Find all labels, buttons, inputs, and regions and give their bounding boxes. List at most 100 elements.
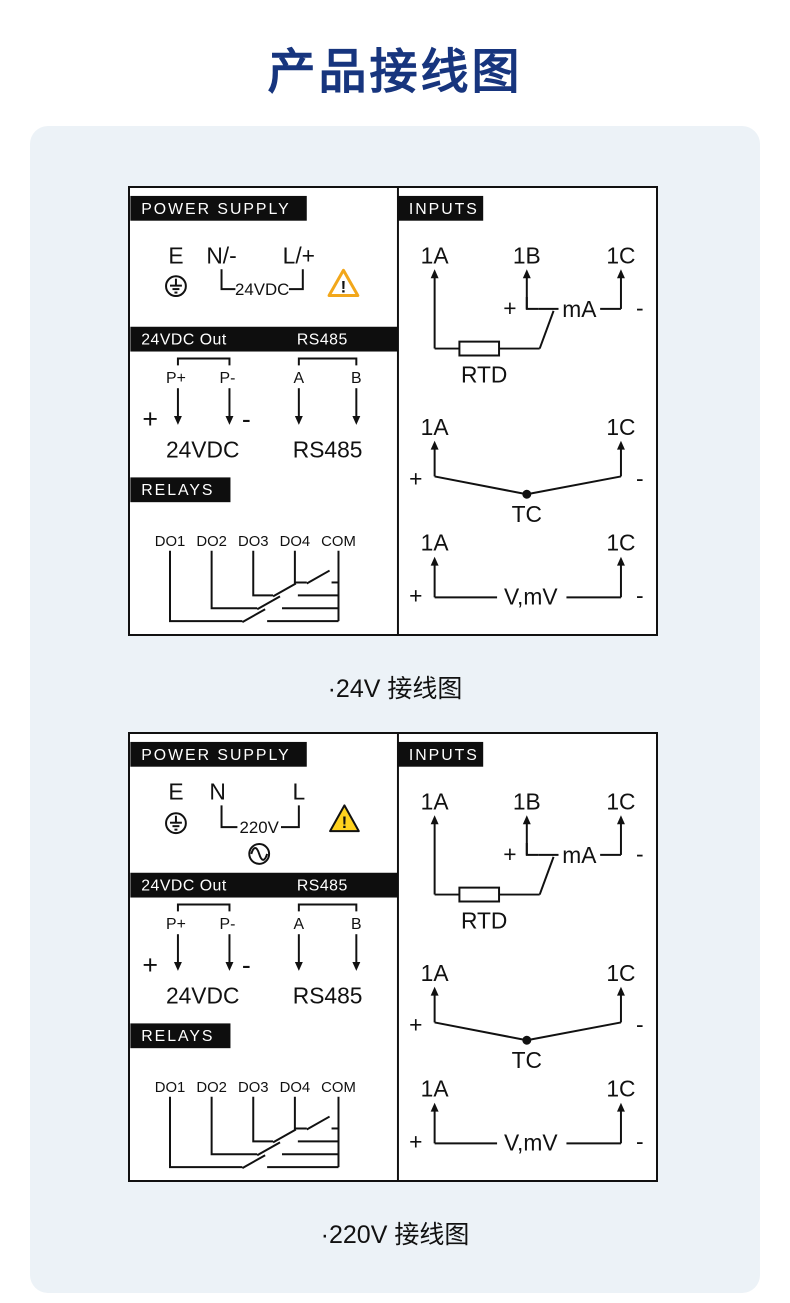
warning-exclamation: ! — [341, 278, 347, 297]
rs485-header: RS485 — [297, 332, 348, 349]
relay-contact-blade — [306, 1115, 331, 1131]
rs485-label: RS485 — [293, 437, 363, 463]
tc-input-group: 1A 1C + - TC — [409, 960, 643, 1073]
rs485-bracket — [297, 357, 358, 366]
terminal-n-label: N/- — [206, 242, 236, 268]
terminal-1c-label: 1C — [606, 960, 635, 986]
ma-minus-sign: - — [636, 841, 644, 867]
rtd-resistor — [458, 886, 501, 903]
terminal-1c-label: 1C — [606, 242, 635, 268]
power-supply-header-bar — [130, 741, 307, 767]
p-minus-label: P- — [220, 916, 236, 933]
com-label: COM — [321, 1080, 356, 1096]
inputs-header-bar — [397, 741, 484, 767]
dc-out-rs485-section: 24VDC Out RS485 P+ P- + - 24VDC A B — [130, 326, 398, 463]
up-arrow — [616, 556, 625, 566]
up-arrow — [522, 815, 531, 825]
p-minus-label: P- — [220, 370, 236, 387]
ma-plus-sign: + — [503, 841, 516, 867]
do2-label: DO2 — [196, 1080, 227, 1096]
earth-ground-icon — [165, 812, 187, 835]
rtd-label: RTD — [461, 361, 507, 387]
relays-header-bar — [130, 1023, 231, 1049]
terminal-1a-label: 1A — [421, 530, 450, 556]
vmv-label: V,mV — [504, 1129, 558, 1155]
dc-out-label: 24VDC — [166, 437, 239, 463]
do4-label: DO4 — [280, 534, 311, 550]
terminal-1a-label: 1A — [421, 242, 450, 268]
down-arrow — [294, 415, 303, 425]
caption-24v: ·24V 接线图 — [327, 675, 463, 703]
up-arrow — [616, 1102, 625, 1112]
relays-section: RELAYS DO1 DO2 DO3 DO4 COM — [130, 1023, 356, 1169]
ma-label: mA — [562, 296, 597, 322]
rtd-resistor — [458, 340, 501, 357]
terminal-1c-label: 1C — [606, 1076, 635, 1102]
tc-minus-sign: - — [636, 1011, 644, 1037]
terminal-1a-label: 1A — [421, 960, 450, 986]
inputs-header-bar — [397, 195, 484, 221]
relay-contact-blade — [241, 1154, 266, 1169]
down-arrow — [225, 415, 234, 425]
vmv-label: V,mV — [504, 583, 558, 609]
tc-plus-sign: + — [409, 465, 422, 491]
voltage-bracket-left — [220, 805, 238, 829]
down-arrow — [294, 961, 303, 971]
up-arrow — [616, 269, 625, 279]
dc-out-header-bar — [130, 326, 398, 352]
rs485-a-label: A — [294, 370, 305, 387]
up-arrow — [430, 556, 439, 566]
ma-plus-sign: + — [503, 295, 516, 321]
v-mv-input-group: 1A 1C + - V,mV — [409, 1076, 643, 1156]
ma-minus-sign: - — [636, 295, 644, 321]
do1-label: DO1 — [155, 1080, 186, 1096]
relay-contact-blade — [241, 608, 266, 623]
dc-plus-sign: + — [142, 950, 158, 980]
relay-contact-ladder — [169, 550, 340, 623]
up-arrow — [430, 815, 439, 825]
dc-bracket — [176, 903, 231, 912]
relay-contact-blade — [272, 1128, 297, 1144]
down-arrow — [352, 961, 361, 971]
power-voltage-label: 220V — [240, 818, 280, 837]
do2-label: DO2 — [196, 534, 227, 550]
ac-supply-icon — [248, 843, 271, 865]
wiring-diagram-220v: POWER SUPPLY E N L 220V — [128, 732, 658, 1182]
tc-label: TC — [512, 501, 542, 527]
terminal-1c-label: 1C — [606, 530, 635, 556]
vmv-plus-sign: + — [409, 582, 422, 608]
relay-contact-blade — [256, 1141, 281, 1157]
rs485-bracket — [297, 903, 358, 912]
down-arrow — [173, 415, 182, 425]
up-arrow — [430, 269, 439, 279]
terminal-1b-label: 1B — [513, 242, 541, 268]
warning-icon: ! — [327, 268, 360, 298]
terminal-1a-label: 1A — [421, 788, 450, 814]
relay-contact-blade — [256, 595, 281, 611]
dc-out-header: 24VDC Out — [141, 878, 227, 895]
do4-label: DO4 — [280, 1080, 311, 1096]
p-plus-label: P+ — [166, 916, 186, 933]
terminal-l-label: L/+ — [283, 242, 315, 268]
relays-header: RELAYS — [141, 1028, 214, 1045]
dc-out-rs485-section: 24VDC Out RS485 P+ P- + - 24VDC A B — [130, 872, 398, 1009]
down-arrow — [352, 415, 361, 425]
up-arrow — [616, 440, 625, 450]
dc-bracket — [176, 357, 231, 366]
tc-junction-dot — [522, 489, 532, 499]
inputs-section: INPUTS 1A 1B 1C + mA — [397, 741, 644, 1156]
p-plus-label: P+ — [166, 370, 186, 387]
rs485-a-label: A — [294, 916, 305, 933]
tc-plus-sign: + — [409, 1011, 422, 1037]
diagram-card-24v: POWER SUPPLY E N/- L/+ 24VDC — [128, 186, 662, 636]
relay-contact-blade — [272, 582, 297, 598]
rs485-header: RS485 — [297, 878, 348, 895]
terminal-n-label: N — [209, 778, 225, 804]
diagram-panel: POWER SUPPLY E N/- L/+ 24VDC — [30, 126, 760, 1293]
wiring-diagram-24v: POWER SUPPLY E N/- L/+ 24VDC — [128, 186, 658, 636]
page-title: 产品接线图 — [267, 46, 523, 99]
terminal-1b-label: 1B — [513, 788, 541, 814]
dc-out-header: 24VDC Out — [141, 332, 227, 349]
relays-header-bar — [130, 477, 231, 503]
